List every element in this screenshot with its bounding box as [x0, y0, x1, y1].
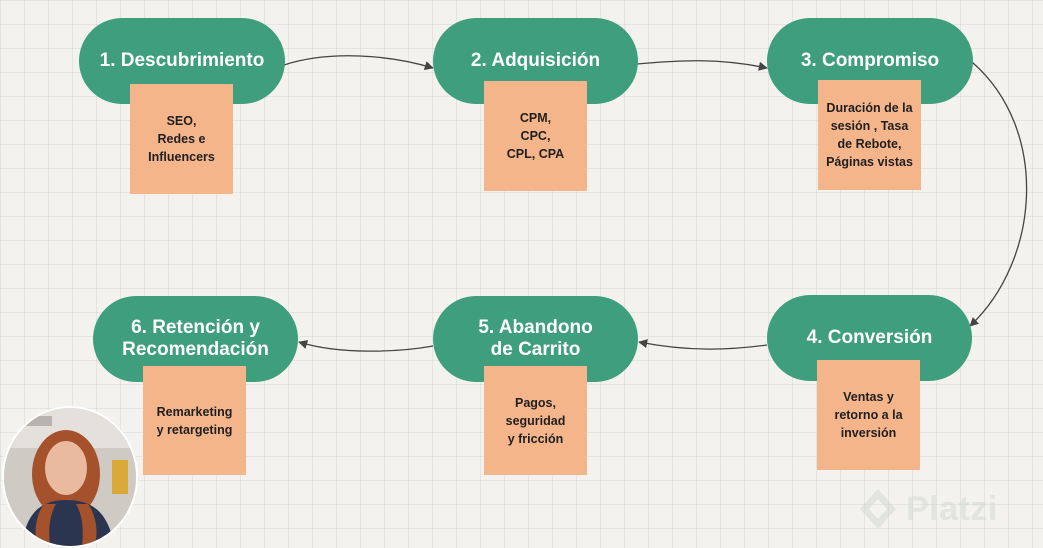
stage-1-title-text: 1. Descubrimiento	[99, 50, 265, 71]
stage-6-title-text: 6. Retención y Recomendación	[122, 317, 269, 360]
presenter-video	[2, 406, 138, 548]
connector-4-5	[638, 339, 768, 350]
stage-4-detail: Ventas y retorno a la inversión	[817, 360, 920, 470]
connector-5-6	[298, 340, 434, 352]
platzi-watermark: Platzi	[858, 484, 1038, 534]
presenter-video-feed	[4, 408, 136, 546]
stage-1-detail: SEO, Redes e Influencers	[130, 84, 233, 194]
stage-4-title: 4. Conversión	[767, 295, 972, 381]
platzi-logo-icon	[860, 489, 896, 529]
stage-2-title-text: 2. Adquisición	[470, 50, 601, 71]
stage-5-title-text: 5. Abandono de Carrito	[478, 317, 593, 360]
stage-2-detail: CPM, CPC, CPL, CPA	[484, 81, 587, 191]
stage-3-detail: Duración de la sesión , Tasa de Rebote, …	[818, 80, 921, 190]
stage-6-detail: Remarketing y retargeting	[143, 366, 246, 475]
stage-4-title-text: 4. Conversión	[806, 327, 933, 348]
connector-3-4	[969, 61, 1028, 327]
stage-5-detail: Pagos, seguridad y fricción	[484, 366, 587, 475]
stage-6-title: 6. Retención y Recomendación	[93, 296, 298, 382]
platzi-brand-text: Platzi	[906, 489, 998, 528]
stage-3-title-text: 3. Compromiso	[800, 50, 940, 71]
connector-1-2	[283, 55, 434, 70]
stage-1-title: 1. Descubrimiento	[79, 18, 285, 104]
connector-2-3	[636, 60, 768, 71]
